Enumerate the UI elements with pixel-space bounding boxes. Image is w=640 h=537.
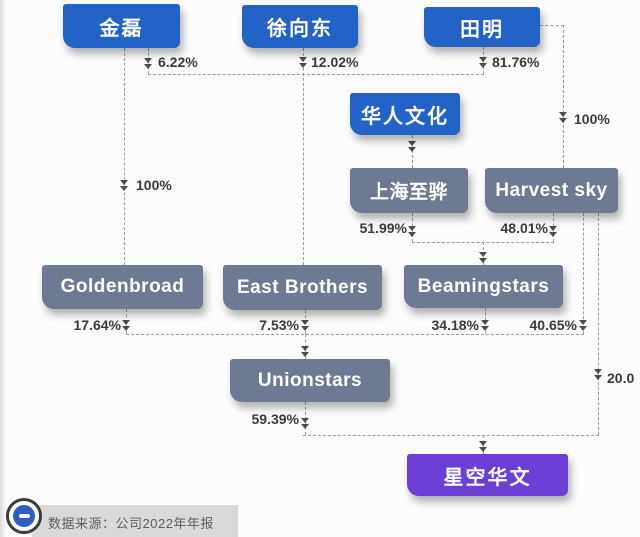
node-jinlei: 金磊 — [63, 4, 180, 48]
arrow-down-icon — [558, 112, 568, 123]
pct-label: 59.39% — [251, 411, 299, 427]
pct-label: 40.65% — [529, 317, 577, 333]
node-tianming: 田明 — [424, 7, 540, 47]
watermark-logo-icon — [6, 498, 42, 534]
connector-vertical — [563, 25, 564, 168]
arrow-down-icon — [407, 226, 417, 237]
connector-vertical — [583, 213, 584, 334]
arrow-down-icon — [478, 441, 488, 452]
connector-horizontal — [303, 435, 599, 436]
arrow-down-icon — [578, 320, 588, 331]
pct-label: 100% — [136, 177, 172, 193]
arrow-down-icon — [300, 418, 310, 429]
node-shanghaizhihua: 上海至骅 — [350, 168, 468, 213]
watermark-logo-inner-circle — [13, 505, 35, 527]
page-edge-shade — [0, 0, 6, 537]
pct-label: 34.18% — [431, 317, 479, 333]
arrow-down-icon — [298, 57, 308, 68]
connector-vertical — [303, 48, 304, 265]
pct-label: 6.22% — [158, 54, 198, 70]
pct-label: 48.01% — [500, 220, 548, 236]
pct-label: 20.0 — [607, 370, 635, 386]
node-xingkonghuawen: 星空华文 — [407, 454, 568, 496]
node-harvestsky: Harvest sky — [485, 168, 618, 213]
pct-label: 81.76% — [492, 54, 540, 70]
pct-label: 51.99% — [359, 220, 407, 236]
connector-vertical — [124, 48, 125, 265]
pct-label: 17.64% — [73, 317, 121, 333]
node-beamingstars: Beamingstars — [404, 265, 563, 308]
arrow-down-icon — [143, 58, 153, 69]
arrow-down-icon — [407, 141, 417, 152]
arrow-down-icon — [300, 320, 310, 331]
source-text: 数据来源：公司2022年年报 — [48, 516, 214, 531]
arrow-down-icon — [480, 320, 490, 331]
pct-label: 7.53% — [259, 317, 299, 333]
node-eastbrothers: East Brothers — [223, 265, 382, 310]
node-goldenbroad: Goldenbroad — [42, 265, 203, 309]
node-huarenwenhua: 华人文化 — [350, 93, 460, 135]
arrow-down-icon — [300, 346, 310, 357]
pct-label: 12.02% — [311, 54, 359, 70]
node-unionstars: Unionstars — [230, 359, 390, 402]
connector-horizontal — [412, 242, 554, 243]
pct-label: 100% — [574, 111, 610, 127]
connector-horizontal — [126, 334, 584, 335]
arrow-down-icon — [121, 320, 131, 331]
arrow-down-icon — [478, 252, 488, 263]
connector-horizontal — [540, 25, 564, 26]
arrow-down-icon — [478, 57, 488, 68]
connector-horizontal — [148, 74, 484, 75]
arrow-down-icon — [548, 226, 558, 237]
watermark-logo-dash — [18, 513, 30, 519]
source-bar: 数据来源：公司2022年年报 — [32, 505, 238, 537]
connector-vertical — [598, 213, 599, 435]
arrow-down-icon — [593, 369, 603, 380]
arrow-down-icon — [119, 180, 129, 191]
node-xuxiangdong: 徐向东 — [242, 5, 358, 48]
